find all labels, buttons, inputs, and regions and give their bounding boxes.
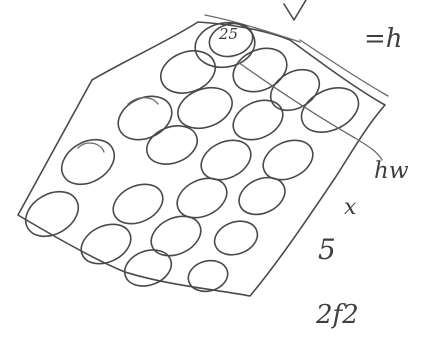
checkmark-mark [284, 0, 306, 20]
egg-cup [172, 81, 238, 136]
egg-cup [107, 177, 169, 232]
egg-cup [257, 133, 319, 188]
egg-cup [210, 215, 262, 260]
inner-loop [78, 143, 104, 152]
handwritten-label-top: =h [364, 24, 403, 54]
egg-cup [227, 93, 289, 148]
circle-number-label: 25 [219, 25, 238, 43]
handwritten-label-five: 5 [318, 233, 336, 266]
egg-cup [263, 61, 326, 118]
egg-cup [226, 40, 294, 100]
egg-cup [120, 244, 177, 292]
egg-cup [155, 44, 221, 101]
egg-cup [18, 183, 86, 246]
handwritten-label-x: x [344, 195, 356, 220]
egg-cup [141, 119, 202, 171]
inner-loop [128, 98, 158, 104]
egg-cup [294, 79, 365, 141]
egg-cup [54, 131, 122, 194]
handwritten-label-bottom: 2f2 [316, 300, 359, 330]
egg-cups [18, 18, 366, 296]
egg-cup [233, 170, 291, 221]
handwritten-label-hw: hw [374, 158, 409, 184]
